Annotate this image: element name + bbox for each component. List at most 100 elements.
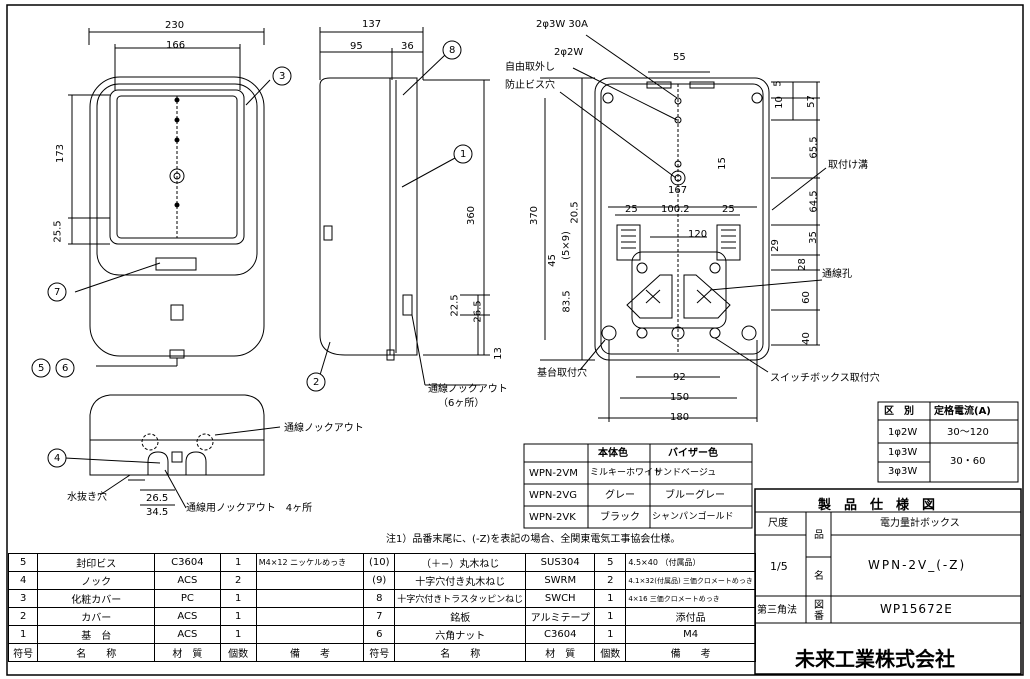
label-base-mount: 基台取付穴: [537, 368, 587, 379]
parts-h-no: 符号: [7, 643, 39, 662]
dim-rear-83-5: 83.5: [561, 290, 573, 313]
part-left-4-note: [255, 607, 365, 626]
part-left-4-name: カバー: [37, 607, 156, 626]
color-table: [523, 443, 753, 529]
part-left-2-note: [255, 571, 365, 590]
part-left-3-no: 3: [7, 589, 39, 608]
parts-row-1: 1 基 台 ACS 1 6 六角ナット C3604 1 M4: [7, 625, 756, 644]
title-block-frame: [754, 488, 1022, 675]
front-view: [68, 28, 271, 367]
part-right-3-qty: 1: [594, 589, 627, 608]
part-left-5-note: [255, 625, 365, 644]
dim-front-small: 25.5: [52, 220, 64, 243]
part-left-5-qty: 1: [219, 625, 257, 644]
color-row-2-visor: ブルーグレー: [665, 490, 725, 501]
part-right-4-name: 銘板: [394, 607, 527, 626]
part-right-1-no: (10): [363, 553, 396, 572]
part-left-5-name: 基 台: [37, 625, 156, 644]
dim-side-k3: 13: [492, 347, 504, 360]
rear-note-2: 2φ2W: [554, 47, 584, 58]
side-view: [319, 27, 490, 386]
part-left-3-qty: 1: [219, 589, 257, 608]
rating-row-2-kind: 1φ3W: [888, 447, 918, 458]
dim-rear-100-2: 100.2: [661, 204, 690, 215]
dim-rear-20-5: 20.5: [569, 201, 581, 224]
part-right-3-note: 4×16 三価クロメートめっき: [625, 589, 756, 608]
label-self-tap-2: 防止ビス穴: [505, 80, 555, 91]
color-row-2-model: WPN-2VG: [529, 490, 577, 501]
dim-side-height: 360: [466, 205, 478, 226]
scale-value: 1/5: [770, 560, 788, 573]
dim-rear-167: 167: [668, 185, 688, 196]
dim-rear-150: 150: [670, 392, 690, 403]
dim-rear-55: 55: [673, 52, 686, 63]
color-header-body: 本体色: [598, 448, 628, 459]
parts-row-5: 5 封印ビス C3604 1 M4×12 ニッケルめっき (10) （＋−）丸木…: [7, 553, 756, 572]
callout-4: 4: [54, 453, 61, 464]
dim-side-d1: 95: [350, 41, 363, 52]
dim-rear-5x9: (5×9): [560, 231, 572, 260]
dim-rear-10: 10: [773, 96, 785, 109]
part-left-4-qty: 1: [219, 607, 257, 626]
company-name: 未来工業株式会社: [795, 647, 955, 671]
dim-front-inner-width: 166: [166, 40, 186, 51]
part-left-4-material: ACS: [154, 607, 221, 626]
side-callouts: [306, 40, 473, 392]
parts-h-qty: 個数: [219, 643, 257, 662]
part-left-1-material: C3604: [154, 553, 221, 572]
dim-rear-57: 57: [805, 95, 817, 108]
part-left-1-name: 封印ビス: [37, 553, 156, 572]
dim-rear-120: 120: [688, 229, 708, 240]
part-right-1-material: SUS304: [525, 553, 596, 572]
dim-rear-60: 60: [800, 291, 812, 304]
dim-rear-92: 92: [673, 372, 686, 383]
dim-rear-25b: 25: [722, 204, 735, 215]
dim-rear-35: 35: [807, 231, 819, 244]
dim-rear-5: 5: [772, 80, 784, 87]
rating-row-1-kind: 1φ2W: [888, 427, 918, 438]
part-right-3-no: 8: [363, 589, 396, 608]
dim-rear-40: 40: [800, 332, 812, 345]
callout-8: 8: [449, 45, 456, 56]
dim-rear-65-5: 65.5: [808, 136, 820, 159]
parts-row-4: 4 ノック ACS 2 (9) 十字穴付き丸木ねじ SWRM 2 4.1×32(…: [7, 571, 756, 590]
rear-note-1: 2φ3W 30A: [536, 19, 588, 30]
part-left-2-material: ACS: [154, 571, 221, 590]
color-row-3-visor: シャンパンゴールド: [652, 512, 734, 522]
parts-h-qty-2: 個数: [594, 643, 627, 662]
rating-row-1-current: 30〜120: [947, 427, 989, 438]
dim-rear-28: 28: [796, 258, 808, 271]
parts-h-note: 備 考: [255, 643, 365, 662]
label-drain-hole: 水抜き穴: [67, 492, 107, 503]
product-name: 電力量計ボックス: [880, 518, 960, 529]
parts-row-2: 2 カバー ACS 1 7 銘板 アルミテープ 1 添付品: [7, 607, 756, 626]
part-right-5-material: C3604: [525, 625, 596, 644]
part-right-4-no: 7: [363, 607, 396, 626]
part-right-2-name: 十字穴付き丸木ねじ: [394, 571, 527, 590]
part-right-1-note: 4.5×40 （付属品）: [625, 553, 756, 572]
color-row-1-visor: サンドベージュ: [654, 468, 717, 478]
part-left-2-name: ノック: [37, 571, 156, 590]
dim-side-d2: 36: [401, 41, 414, 52]
part-right-4-material: アルミテープ: [525, 607, 596, 626]
title-zu: 図: [814, 600, 824, 611]
part-right-3-material: SWCH: [525, 589, 596, 608]
callout-3: 3: [279, 71, 286, 82]
spec-note: 注1）品番末尾に、(-Z)を表記の場合、全関東電気工事協会仕様。: [386, 534, 681, 545]
part-right-1-name: （＋−）丸木ねじ: [394, 553, 527, 572]
dim-bottom-34-5: 34.5: [146, 507, 169, 518]
parts-h-note-2: 備 考: [625, 643, 756, 662]
dim-rear-64-5: 64.5: [808, 190, 820, 213]
rating-row-2-current: 30・60: [950, 456, 986, 467]
label-knockout-side: 通線ノックアウト: [428, 384, 508, 395]
part-left-4-no: 2: [7, 607, 39, 626]
color-row-3-model: WPN-2VK: [529, 512, 576, 523]
part-left-3-name: 化粧カバー: [37, 589, 156, 608]
part-left-3-material: PC: [154, 589, 221, 608]
front-callouts: [31, 66, 292, 378]
title-hin: 品: [814, 530, 824, 541]
color-row-3-body: ブラック: [600, 512, 640, 523]
part-right-5-name: 六角ナット: [394, 625, 527, 644]
